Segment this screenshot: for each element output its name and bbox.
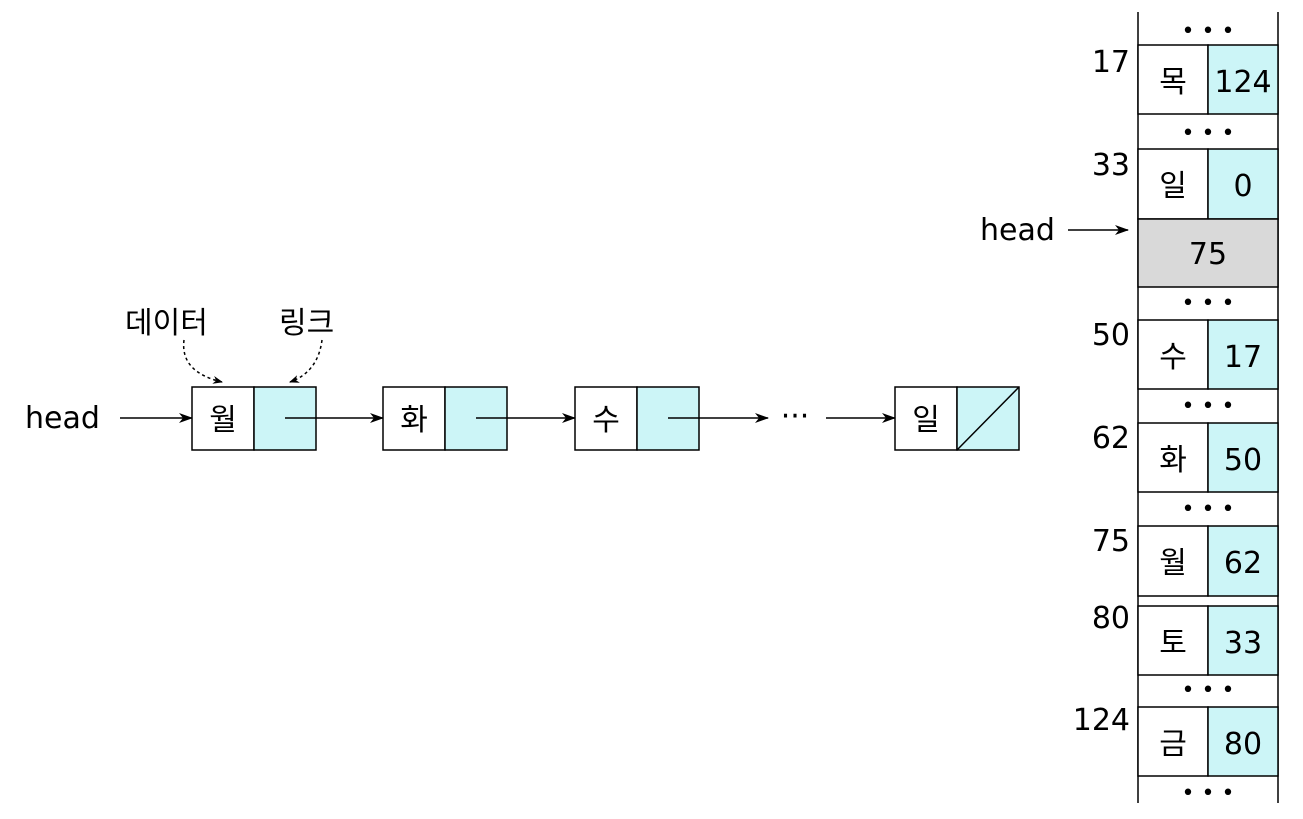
memory-link: 0 — [1233, 169, 1252, 204]
data-label-pointer — [182, 339, 223, 384]
memory-data-cell — [1137, 422, 1209, 493]
link-label-pointer — [289, 339, 323, 383]
node-data-text: 월 — [209, 403, 237, 438]
memory-gap: • • • — [1182, 678, 1235, 703]
memory-address: 75 — [1092, 524, 1130, 559]
data-label: 데이터 — [125, 306, 208, 341]
memory-head-value: 75 — [1189, 237, 1227, 272]
memory-data-cell — [1137, 605, 1209, 676]
memory-data-cell — [1137, 148, 1209, 220]
memory-data-cell — [1137, 525, 1209, 597]
memory-link-cell — [1207, 148, 1279, 220]
memory-head-row: head 75 — [980, 213, 1279, 288]
list-ellipsis: ··· — [781, 399, 810, 434]
memory-row: 80 토 33 — [1092, 601, 1279, 676]
memory-data: 일 — [1159, 169, 1187, 204]
memory-link: 33 — [1224, 626, 1262, 661]
memory-address: 124 — [1073, 703, 1130, 738]
memory-link: 80 — [1224, 727, 1262, 762]
memory-table: • • • • • • • • • • • • • • • • • • • • … — [980, 12, 1279, 806]
memory-data: 목 — [1159, 65, 1187, 100]
memory-address: 62 — [1092, 421, 1130, 456]
memory-link: 17 — [1224, 340, 1262, 375]
memory-address: 50 — [1092, 318, 1130, 353]
link-label: 링크 — [279, 306, 334, 341]
memory-link: 62 — [1224, 546, 1262, 581]
memory-link-cell — [1207, 706, 1279, 777]
memory-gap: • • • — [1182, 781, 1235, 806]
memory-data-cell — [1137, 44, 1209, 115]
memory-address: 17 — [1092, 45, 1130, 80]
memory-data: 금 — [1159, 727, 1187, 762]
node-data-cell — [574, 386, 638, 451]
memory-data: 화 — [1159, 443, 1187, 478]
list-node-last: 일 — [894, 386, 1020, 451]
memory-link-cell — [1207, 319, 1279, 390]
memory-row: 62 화 50 — [1092, 421, 1279, 493]
node-data-cell — [894, 386, 958, 451]
list-node: 화 — [382, 386, 508, 451]
memory-data-cell — [1137, 706, 1209, 777]
node-data-text: 일 — [912, 403, 940, 438]
memory-head-cell — [1137, 218, 1279, 288]
memory-link: 50 — [1224, 443, 1262, 478]
linked-list: head 데이터 링크 월 화 수 ··· — [25, 306, 1020, 451]
memory-head-label: head — [980, 213, 1055, 248]
memory-address: 33 — [1092, 148, 1130, 183]
memory-gap: • • • — [1182, 497, 1235, 522]
list-head-label: head — [25, 401, 100, 436]
memory-row: 17 목 124 — [1092, 44, 1279, 115]
memory-gap: • • • — [1182, 19, 1235, 44]
node-data-cell — [382, 386, 446, 451]
memory-link: 124 — [1214, 65, 1271, 100]
node-data-text: 화 — [400, 403, 428, 438]
memory-address: 80 — [1092, 601, 1130, 636]
node-data-text: 수 — [592, 403, 620, 438]
memory-link-cell — [1207, 525, 1279, 597]
memory-gap: • • • — [1182, 121, 1235, 146]
memory-link-cell — [1207, 44, 1279, 115]
memory-row: 75 월 62 — [1092, 524, 1279, 597]
memory-data: 월 — [1159, 546, 1187, 581]
memory-gap: • • • — [1182, 291, 1235, 316]
list-node: 월 — [191, 386, 317, 451]
memory-gap: • • • — [1182, 394, 1235, 419]
memory-data: 토 — [1159, 626, 1187, 661]
memory-data: 수 — [1159, 340, 1187, 375]
memory-link-cell — [1207, 605, 1279, 676]
memory-row: 50 수 17 — [1092, 318, 1279, 390]
null-link-slash — [956, 386, 1020, 451]
memory-data-cell — [1137, 319, 1209, 390]
memory-row: 33 일 0 — [1092, 148, 1279, 220]
memory-link-cell — [1207, 422, 1279, 493]
memory-row: 124 금 80 — [1073, 703, 1279, 777]
